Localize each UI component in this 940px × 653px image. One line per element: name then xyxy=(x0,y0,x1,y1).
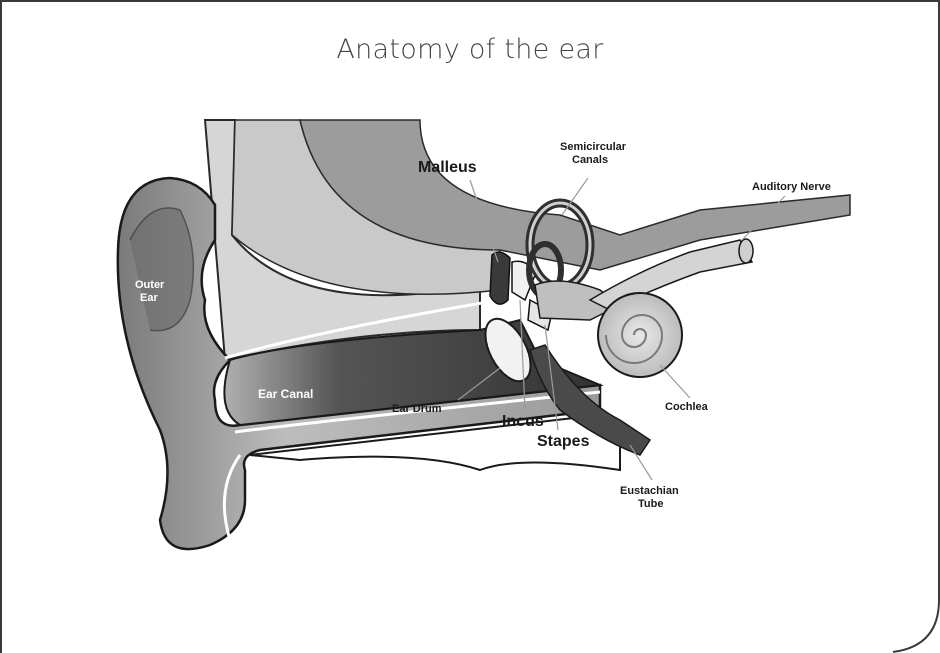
label-incus: Incus xyxy=(502,413,544,430)
cochlea xyxy=(598,293,682,377)
label-auditory-nerve: Auditory Nerve xyxy=(752,181,831,193)
label-ear-canal: Ear Canal xyxy=(258,387,313,401)
label-eustachian-tube: Eustachian Tube xyxy=(620,485,682,510)
malleus-bone xyxy=(490,252,510,304)
auditory-nerve-end xyxy=(739,239,753,263)
label-stapes: Stapes xyxy=(537,433,590,450)
label-semicircular-canals: Semicircular Canals xyxy=(560,141,629,166)
label-malleus: Malleus xyxy=(418,159,477,176)
label-ear-drum: Ear Drum xyxy=(392,403,442,415)
leader-cochlea xyxy=(660,365,690,398)
label-cochlea: Cochlea xyxy=(665,401,709,413)
